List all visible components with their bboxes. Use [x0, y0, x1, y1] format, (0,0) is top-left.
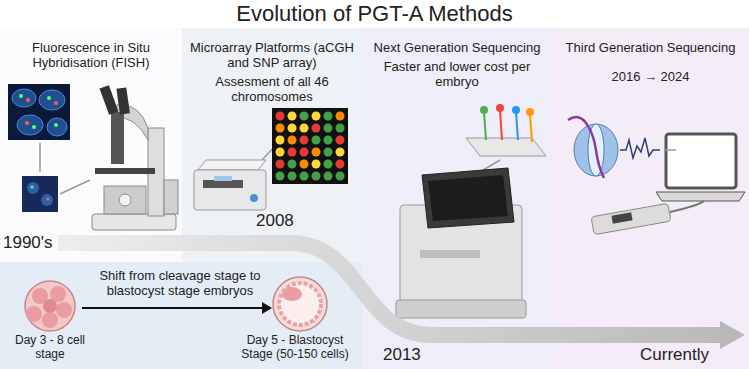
- panel-ground: [0, 262, 362, 369]
- panel-text: Day 5 - Blastocyst Stage (50-150 cells): [232, 333, 358, 361]
- blastocyst-embryo: [273, 277, 327, 331]
- cleavage-embryo: [25, 281, 75, 331]
- timeline-label: Currently: [640, 345, 709, 365]
- panel-heading: Microarray Platforms (aCGH and SNP array…: [187, 40, 357, 70]
- method-panel: Fluorescence in Situ Hybridisation (FISH…: [0, 28, 182, 262]
- sequencing-chip: [466, 104, 546, 172]
- fish-image: [8, 84, 90, 212]
- panel-text: 2016 → 2024: [562, 69, 739, 84]
- microscope: [92, 85, 178, 230]
- panel-heading: Fluorescence in Situ Hybridisation (FISH…: [5, 40, 177, 70]
- panel-ground: [182, 28, 362, 262]
- panel-text: Faster and lower cost per embryo: [382, 59, 532, 89]
- nanopore: [568, 117, 660, 178]
- sequencer: [396, 168, 526, 318]
- microarray-scanner: [194, 145, 276, 210]
- panel-heading: Shift from cleavage stage to blastocyst …: [95, 268, 265, 298]
- panel-ground: [0, 28, 182, 262]
- shift-arrow: [82, 302, 272, 314]
- minion-device: [591, 201, 704, 235]
- panel-heading: Next Generation Sequencing: [372, 40, 542, 55]
- panel-text: Day 3 - 8 cell stage: [5, 333, 95, 361]
- method-panel: Next Generation SequencingFaster and low…: [362, 28, 552, 369]
- laptop: [656, 134, 745, 201]
- method-panel: Third Generation Sequencing 2016 → 2024: [552, 28, 749, 369]
- microarray-grid: [272, 108, 348, 184]
- timeline-label: 2013: [383, 345, 421, 365]
- timeline-arrow: [58, 243, 745, 349]
- panel-ground: [552, 28, 749, 369]
- timeline-label: 1990's: [3, 233, 53, 253]
- timeline-label: 2008: [256, 211, 294, 231]
- stage-panel: Shift from cleavage stage to blastocyst …: [0, 262, 362, 369]
- panel-text: Assesment of all 46 chromosomes: [187, 74, 357, 104]
- diagram-title: Evolution of PGT-A Methods: [0, 1, 749, 27]
- panel-heading: Third Generation Sequencing: [562, 40, 739, 55]
